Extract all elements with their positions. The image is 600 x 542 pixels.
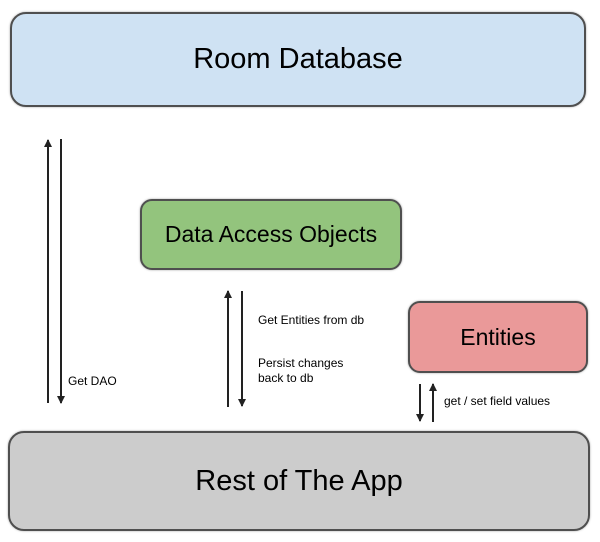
node-entities: Entities bbox=[408, 301, 588, 373]
node-data-access-objects-label: Data Access Objects bbox=[164, 221, 378, 247]
arrow-line-up-persist bbox=[224, 290, 232, 407]
arrow-up-icon bbox=[429, 383, 437, 391]
node-room-database-label: Room Database bbox=[193, 43, 403, 75]
node-rest-of-the-app: Rest of The App bbox=[8, 431, 590, 531]
arrow-line-up-get-dao bbox=[44, 139, 52, 403]
arrow-line-down-get-entities bbox=[238, 291, 246, 407]
arrow-down-icon bbox=[57, 396, 65, 404]
arrow-line-down-field-values bbox=[416, 384, 424, 422]
node-data-access-objects: Data Access Objects bbox=[140, 199, 402, 270]
edge-label-persist-changes: Persist changes back to db bbox=[258, 356, 368, 386]
arrow-down-icon bbox=[416, 414, 424, 422]
arrow-line-down-return-dao bbox=[57, 139, 65, 404]
arrow-up-icon bbox=[44, 139, 52, 147]
node-rest-of-the-app-label: Rest of The App bbox=[195, 464, 403, 497]
edge-label-get-dao: Get DAO bbox=[68, 374, 117, 388]
edge-label-persist-line1: Persist changes bbox=[258, 356, 344, 370]
node-entities-label: Entities bbox=[460, 323, 536, 350]
edge-label-get-entities-from-db: Get Entities from db bbox=[258, 313, 365, 327]
arrow-line-up-field-values bbox=[429, 383, 437, 422]
arrow-up-icon bbox=[224, 290, 232, 298]
edge-label-persist-line2: back to db bbox=[258, 371, 314, 385]
node-room-database: Room Database bbox=[10, 12, 586, 107]
edge-label-get-set-field-values: get / set field values bbox=[444, 394, 551, 408]
arrow-down-icon bbox=[238, 399, 246, 407]
